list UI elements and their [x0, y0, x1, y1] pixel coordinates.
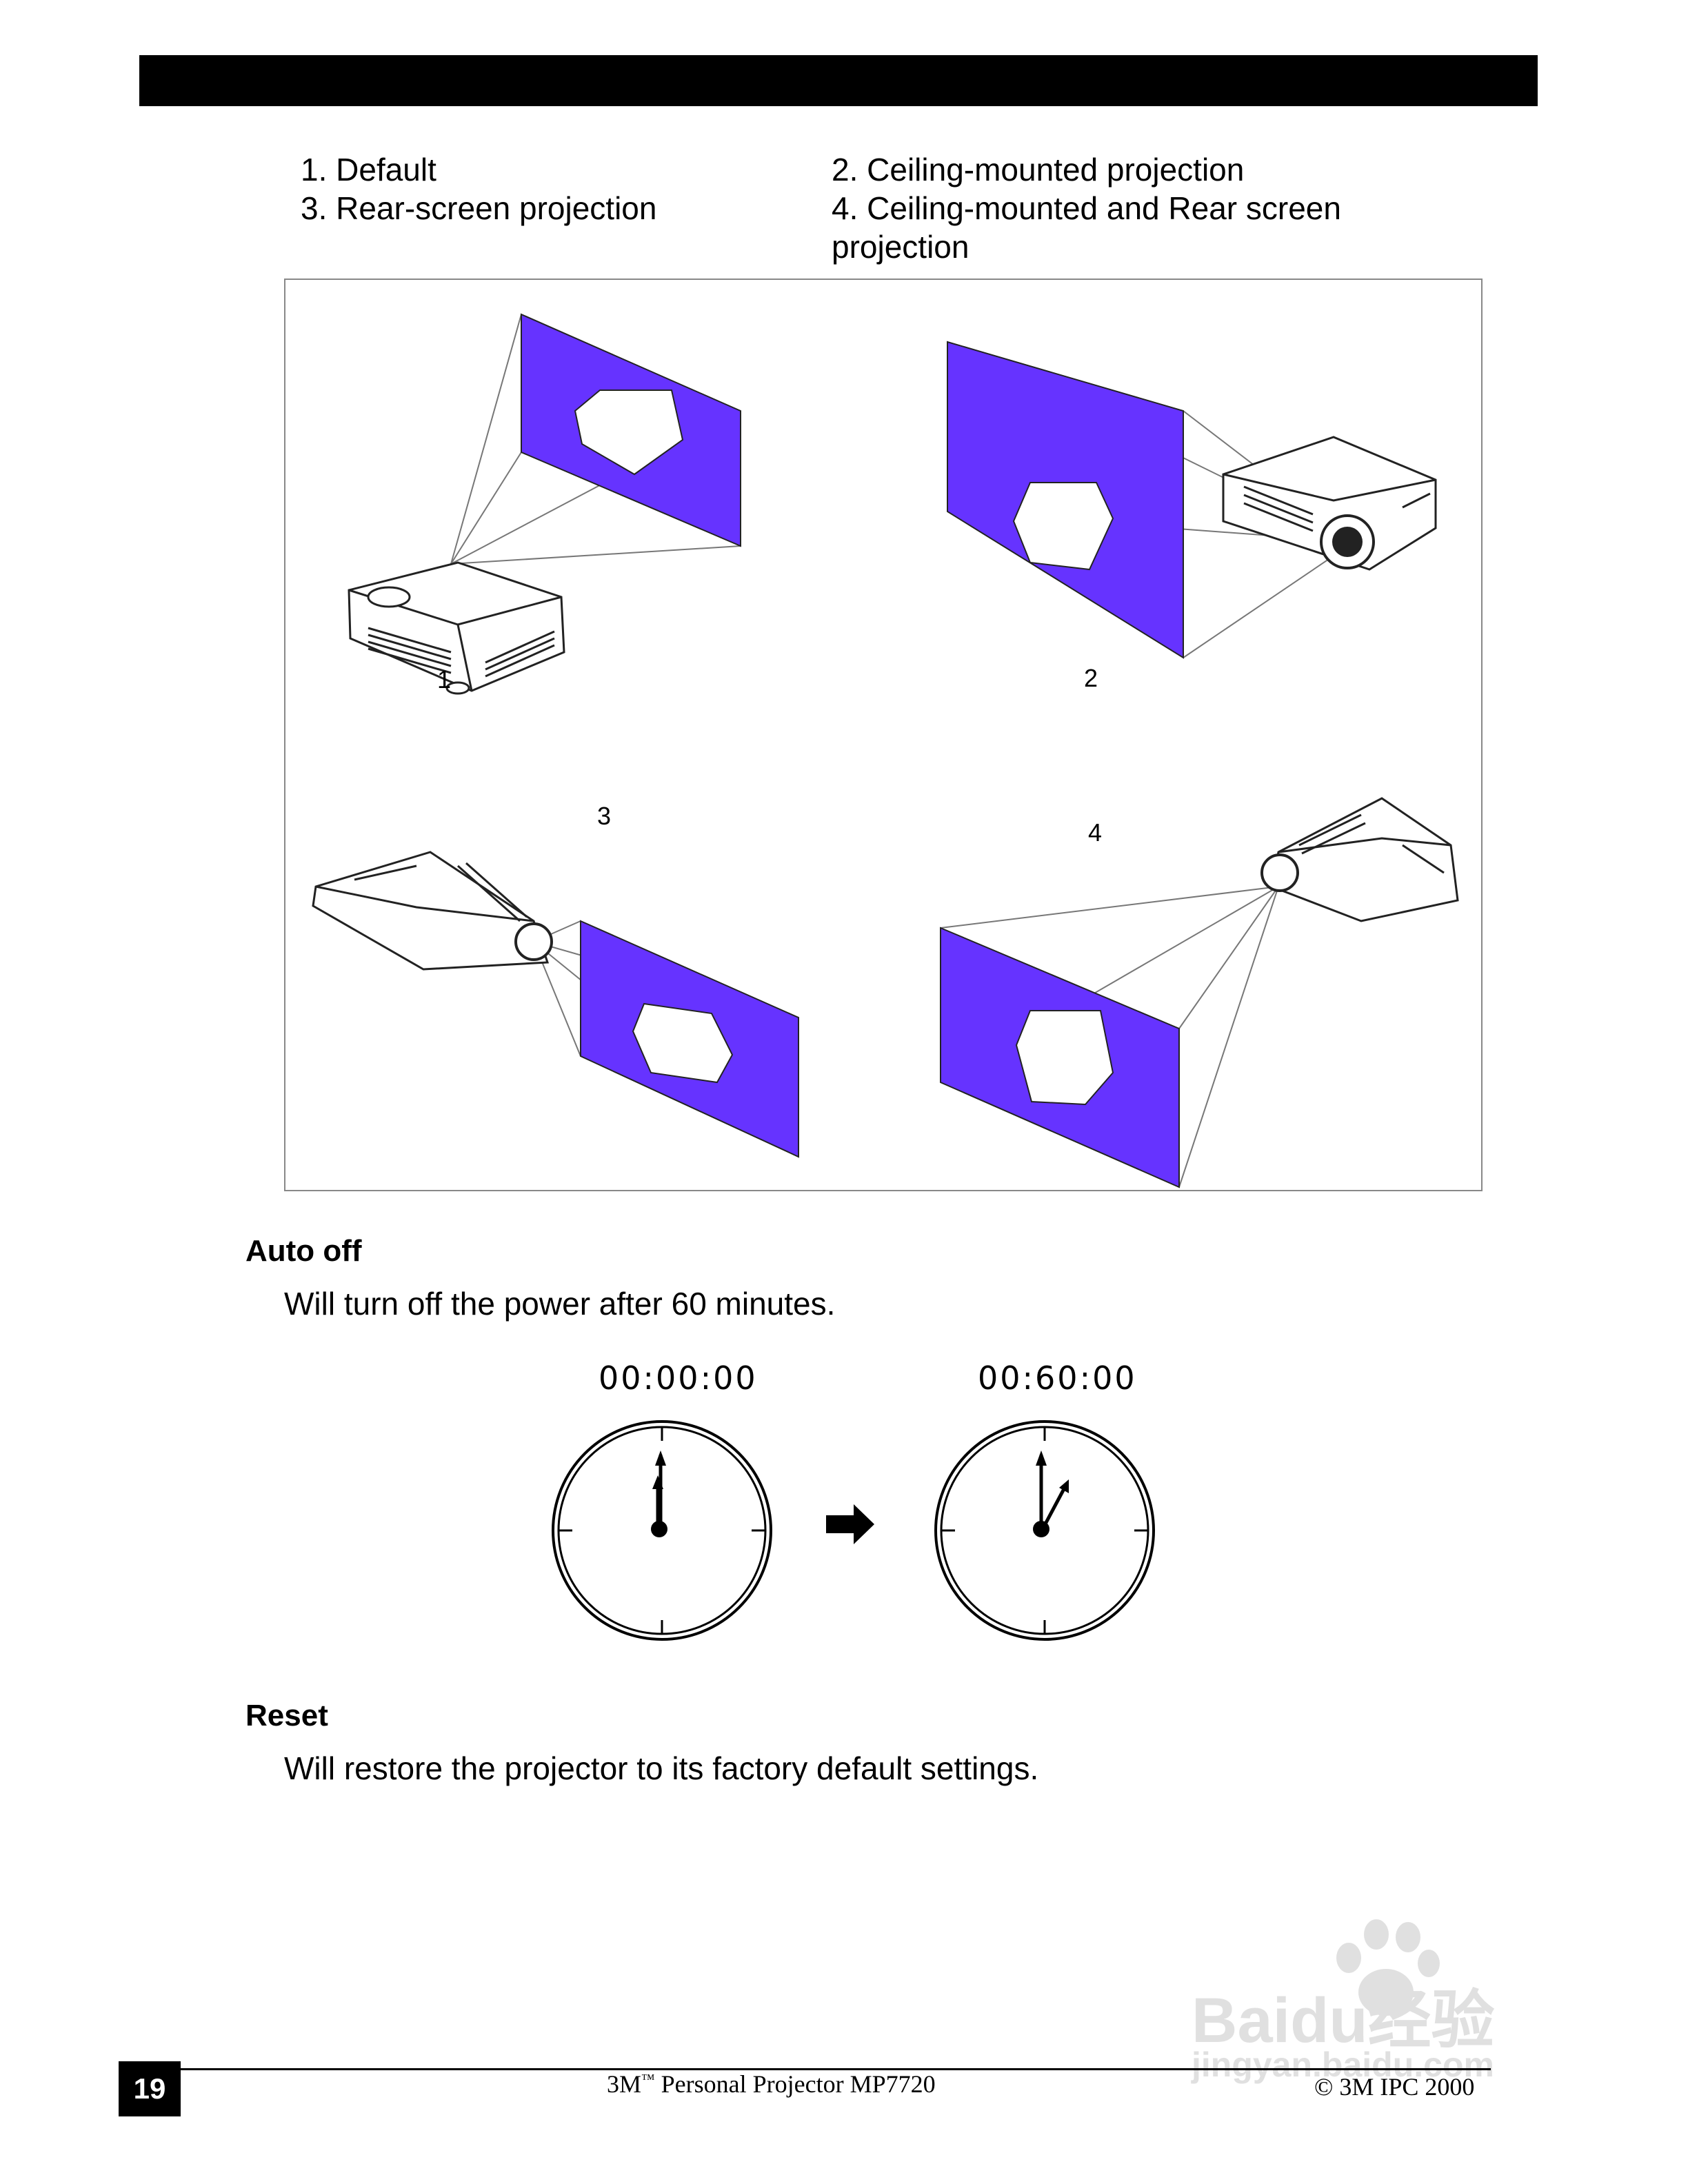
option-ceiling: 2. Ceiling-mounted projection: [832, 152, 1245, 188]
clock-end: [934, 1420, 1155, 1641]
watermark-brand: Baidu经验: [1192, 1985, 1495, 2056]
baidu-paw-logo: [1336, 1919, 1440, 2016]
auto-off-description: Will turn off the power after 60 minutes…: [284, 1286, 836, 1322]
option-ceiling-rear: 4. Ceiling-mounted and Rear screen: [832, 190, 1341, 226]
panel-ceiling: 2: [947, 341, 1437, 692]
footer-copyright: © 3M IPC 2000: [1314, 2073, 1475, 2101]
arrow-right-icon: [826, 1504, 874, 1544]
clock-start: [552, 1420, 772, 1641]
figure-label-3: 3: [597, 802, 611, 830]
panel-rear: [312, 851, 799, 1158]
projection-diagram: 1 2 3: [312, 313, 1459, 1189]
time-start-label: 00:00:00: [599, 1359, 758, 1397]
panel-ceiling-rear: [940, 797, 1459, 1189]
time-end-label: 00:60:00: [978, 1359, 1137, 1397]
trademark-symbol: ™: [641, 2072, 655, 2087]
figure-label-4: 4: [1088, 818, 1102, 847]
reset-description: Will restore the projector to its factor…: [284, 1750, 1039, 1786]
figure-label-1: 1: [437, 665, 451, 694]
clock-illustration: [552, 1420, 1155, 1641]
option-default: 1. Default: [301, 152, 436, 188]
watermark-url: jingyan.baidu.com: [1192, 2045, 1494, 2084]
projector-2: [1222, 436, 1437, 571]
footer-title-suffix: Personal Projector MP7720: [654, 2070, 936, 2098]
projection-modes-figure: 1 2 3: [284, 279, 1483, 1191]
option-ceiling-rear-cont: projection: [832, 229, 969, 265]
footer-title-prefix: 3M: [607, 2070, 642, 2098]
footer-rule: [181, 2068, 1491, 2070]
panel-default: 1: [348, 313, 741, 695]
projector-4: [1260, 797, 1459, 922]
reset-heading: Reset: [245, 1699, 328, 1732]
page-number: 19: [119, 2061, 181, 2116]
figure-label-2: 2: [1084, 664, 1098, 692]
header-bar: [139, 55, 1538, 106]
option-rear: 3. Rear-screen projection: [301, 190, 657, 226]
projector-3: [312, 851, 553, 971]
projector-1: [348, 561, 565, 695]
baidu-watermark: Baidu经验 jingyan.baidu.com: [1186, 1910, 1572, 2089]
footer-title: 3M™ Personal Projector MP7720: [607, 2070, 936, 2099]
auto-off-heading: Auto off: [245, 1234, 362, 1268]
